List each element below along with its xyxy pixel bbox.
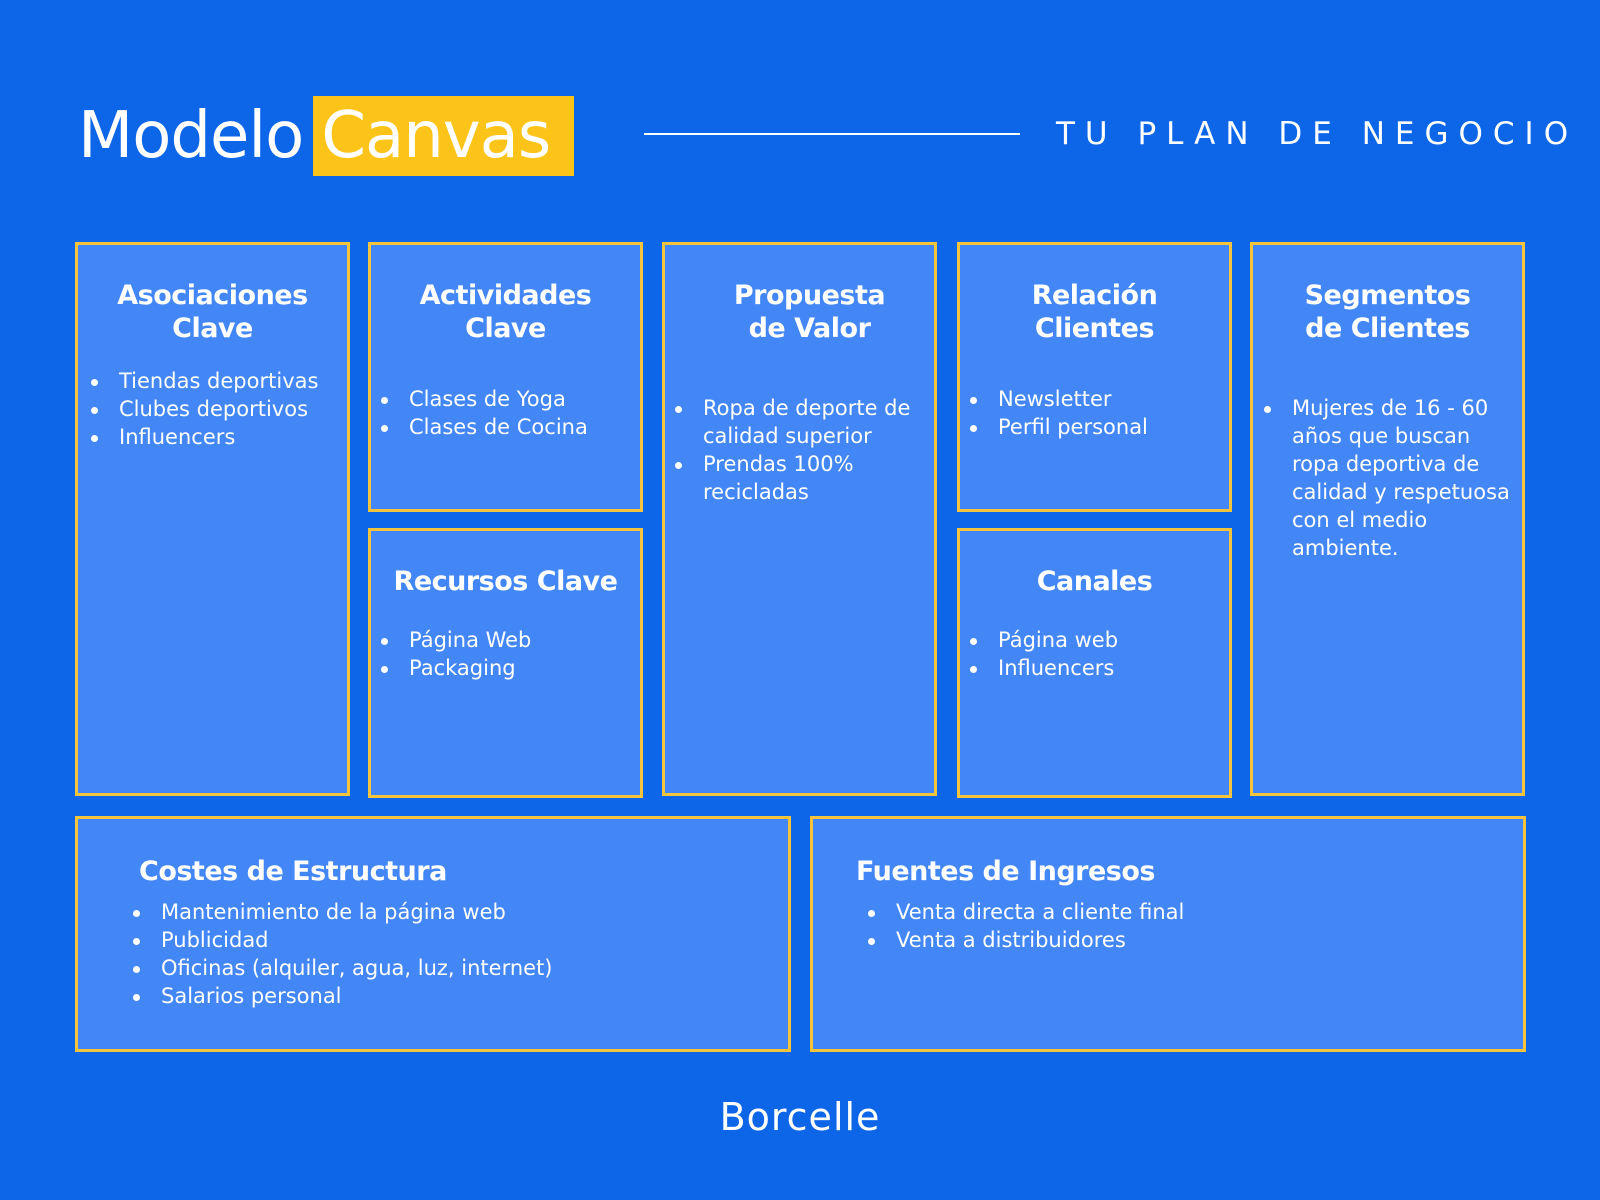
list-item: Prendas 100% recicladas	[675, 450, 928, 506]
list-item: Tiendas deportivas	[91, 367, 347, 395]
list-item: Salarios personal	[133, 982, 788, 1010]
card-title: Recursos Clave	[393, 566, 618, 597]
card-relacion-clientes: Relación Clientes Newsletter Perfil pers…	[957, 242, 1232, 512]
card-title: Costes de Estructura	[139, 856, 447, 887]
card-fuentes-de-ingresos: Fuentes de Ingresos Venta directa a clie…	[810, 816, 1526, 1052]
card-actividades-clave: Actividades Clave Clases de Yoga Clases …	[368, 242, 643, 512]
list-item: Oficinas (alquiler, agua, luz, internet)	[133, 954, 788, 982]
tagline: TU PLAN DE NEGOCIO	[1056, 116, 1579, 152]
list-item: Perfil personal	[970, 413, 1229, 441]
list-item: Mujeres de 16 - 60 años que buscan ropa …	[1264, 394, 1516, 562]
list-item: Venta a distribuidores	[868, 926, 1523, 954]
list-item: Clases de Cocina	[381, 413, 640, 441]
card-title: Canales	[1036, 566, 1153, 597]
card-costes-de-estructura: Costes de Estructura Mantenimiento de la…	[75, 816, 791, 1052]
list-item: Venta directa a cliente final	[868, 898, 1523, 926]
card-title-line: Actividades	[419, 280, 592, 311]
card-title-line: Clave	[465, 313, 546, 344]
card-title: Propuesta de Valor	[665, 245, 934, 345]
list-item: Publicidad	[133, 926, 788, 954]
card-propuesta-de-valor: Propuesta de Valor Ropa de deporte de ca…	[662, 242, 937, 796]
title-main: Modelo	[78, 99, 304, 173]
card-segmentos-de-clientes: Segmentos de Clientes Mujeres de 16 - 60…	[1250, 242, 1525, 796]
list-item: Ropa de deporte de calidad superior	[675, 394, 928, 450]
list-item: Influencers	[91, 423, 347, 451]
list-item: Clases de Yoga	[381, 385, 640, 413]
card-list: Página Web Packaging	[381, 626, 640, 682]
card-title-line: Asociaciones	[117, 280, 308, 311]
card-list: Tiendas deportivas Clubes deportivos Inf…	[91, 367, 347, 451]
card-title-line: Clientes	[1034, 313, 1155, 344]
title-highlight: Canvas	[313, 96, 575, 176]
card-title: Fuentes de Ingresos	[856, 856, 1156, 887]
card-title: Segmentos de Clientes	[1253, 245, 1522, 345]
card-list: Venta directa a cliente final Venta a di…	[868, 898, 1523, 954]
card-title-line: Propuesta	[733, 280, 886, 311]
card-recursos-clave: Recursos Clave Página Web Packaging	[368, 528, 643, 798]
card-list: Ropa de deporte de calidad superior Pren…	[675, 394, 928, 506]
list-item: Página Web	[381, 626, 640, 654]
card-list: Página web Influencers	[970, 626, 1229, 682]
card-canales: Canales Página web Influencers	[957, 528, 1232, 798]
card-title: Asociaciones Clave	[78, 245, 347, 345]
card-title-line: Relación	[1031, 280, 1158, 311]
page-title: Modelo Canvas	[78, 96, 575, 176]
card-list: Mujeres de 16 - 60 años que buscan ropa …	[1264, 394, 1516, 562]
list-item: Newsletter	[970, 385, 1229, 413]
card-list: Newsletter Perfil personal	[970, 385, 1229, 441]
card-title-line: de Clientes	[1305, 313, 1470, 344]
list-item: Mantenimiento de la página web	[133, 898, 788, 926]
card-title-line: de Valor	[748, 313, 871, 344]
list-item: Página web	[970, 626, 1229, 654]
card-list: Mantenimiento de la página web Publicida…	[133, 898, 788, 1010]
header-divider	[644, 133, 1020, 135]
brand-name: Borcelle	[719, 1095, 881, 1139]
card-title-line: Segmentos	[1304, 280, 1471, 311]
card-asociaciones-clave: Asociaciones Clave Tiendas deportivas Cl…	[75, 242, 350, 796]
card-title: Actividades Clave	[371, 245, 640, 345]
card-title: Relación Clientes	[960, 245, 1229, 345]
card-list: Clases de Yoga Clases de Cocina	[381, 385, 640, 441]
list-item: Influencers	[970, 654, 1229, 682]
list-item: Packaging	[381, 654, 640, 682]
card-title-line: Clave	[172, 313, 253, 344]
list-item: Clubes deportivos	[91, 395, 347, 423]
